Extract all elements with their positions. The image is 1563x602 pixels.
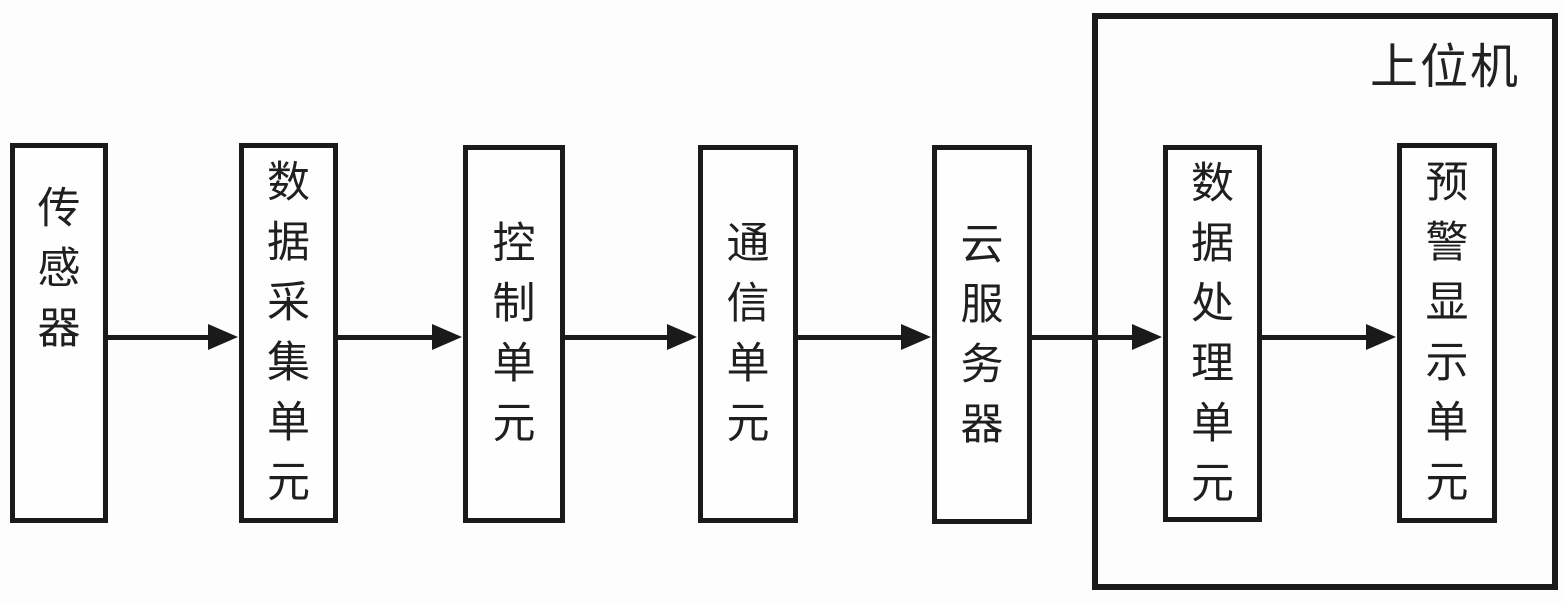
node-communication-unit: 通 信 单 元	[698, 145, 798, 523]
node-control-unit-label: 控 制 单 元	[492, 219, 536, 449]
node-data-acquisition-unit: 数 据 采 集 单 元	[239, 143, 338, 523]
host-computer-label: 上位机	[1369, 39, 1520, 95]
arrow-cloud-server-to-data-processing	[1032, 324, 1162, 350]
node-data-processing-unit-label: 数 据 处 理 单 元	[1191, 158, 1234, 509]
arrow-control-to-communication	[565, 324, 697, 350]
node-data-processing-unit: 数 据 处 理 单 元	[1163, 145, 1262, 522]
arrow-data-processing-to-warning-display	[1262, 324, 1396, 350]
node-control-unit: 控 制 单 元	[463, 145, 565, 523]
node-sensor: 传 感 器	[10, 143, 108, 523]
node-warning-display-unit: 预 警 显 示 单 元	[1397, 143, 1497, 523]
arrow-communication-to-cloud-server	[798, 324, 931, 350]
node-cloud-server: 云 服 务 器	[932, 145, 1032, 524]
node-cloud-server-label: 云 服 务 器	[960, 219, 1004, 450]
node-sensor-label: 传 感 器	[37, 184, 81, 354]
host-computer-group-box: 上位机	[1092, 13, 1558, 590]
arrow-data-acquisition-to-control	[338, 324, 462, 350]
node-communication-unit-label: 通 信 单 元	[726, 219, 770, 449]
node-warning-display-unit-label: 预 警 显 示 单 元	[1425, 158, 1469, 508]
arrow-sensor-to-data-acquisition	[108, 324, 238, 350]
node-data-acquisition-unit-label: 数 据 采 集 单 元	[267, 158, 310, 508]
